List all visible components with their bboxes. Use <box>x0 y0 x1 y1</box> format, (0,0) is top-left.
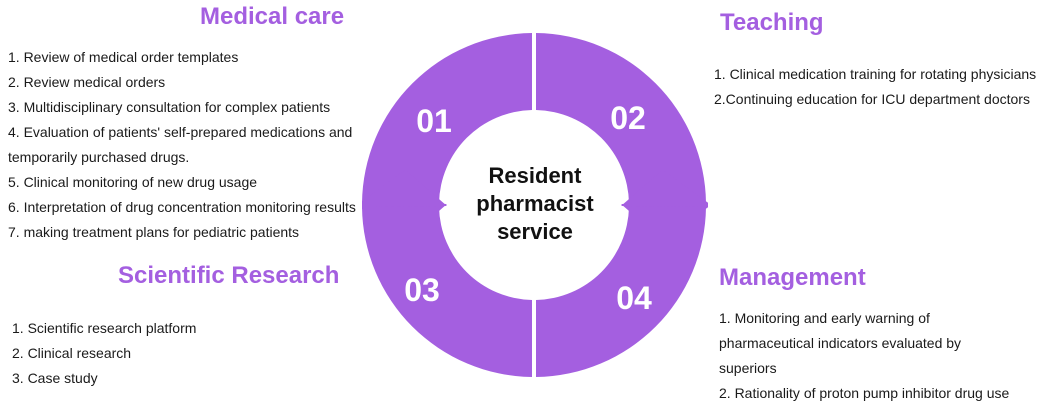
center-label: Resident pharmacist service <box>460 162 610 246</box>
list-item: 7. making treatment plans for pediatric … <box>8 224 300 240</box>
center-label-line: service <box>497 219 573 244</box>
list-item: temporarily purchased drugs. <box>8 149 190 165</box>
segments-layer <box>362 33 708 377</box>
list-item: 2. Review medical orders <box>8 74 166 90</box>
segment-03-arrowhead <box>362 169 447 208</box>
teaching-title: Teaching <box>720 9 824 36</box>
center-label-line: Resident <box>488 163 582 188</box>
numbers-layer: 01 02 03 04 <box>404 100 652 316</box>
list-item: 2. Clinical research <box>12 345 132 361</box>
management-title: Management <box>719 264 866 291</box>
list-item: 2.Continuing education for ICU departmen… <box>714 91 1030 107</box>
list-item: 2. Rationality of proton pump inhibitor … <box>719 385 1010 401</box>
center-label-line: pharmacist <box>476 191 594 216</box>
list-item: 3. Case study <box>12 370 98 386</box>
segment-number-01: 01 <box>416 103 452 139</box>
teaching-list: 1. Clinical medication training for rota… <box>714 62 1036 112</box>
list-item: 4. Evaluation of patients' self-prepared… <box>8 124 353 140</box>
segment-number-02: 02 <box>610 100 646 136</box>
research-list: 1. Scientific research platform 2. Clini… <box>12 316 196 391</box>
list-item: 1. Clinical medication training for rota… <box>714 66 1037 82</box>
segment-number-04: 04 <box>616 280 652 316</box>
segment-03 <box>362 207 532 377</box>
medical-care-list: 1. Review of medical order templates 2. … <box>8 45 356 245</box>
list-item: 5. Clinical monitoring of new drug usage <box>8 174 258 190</box>
list-item: 1. Monitoring and early warning of <box>719 310 930 326</box>
segment-02 <box>536 33 706 203</box>
list-item: 1. Scientific research platform <box>12 320 197 336</box>
segment-04 <box>536 207 706 377</box>
list-item: superiors <box>719 360 777 376</box>
research-title: Scientific Research <box>118 262 340 289</box>
list-item: 1. Review of medical order templates <box>8 49 239 65</box>
list-item: pharmaceutical indicators evaluated by <box>719 335 962 351</box>
segment-04-arrowhead <box>621 169 708 208</box>
segment-number-03: 03 <box>404 272 440 308</box>
list-item: 3. Multidisciplinary consultation for co… <box>8 99 331 115</box>
list-item: 6. Interpretation of drug concentration … <box>8 199 356 215</box>
segment-01 <box>362 33 532 203</box>
management-list: 1. Monitoring and early warning of pharm… <box>719 306 1009 406</box>
medical-care-title: Medical care <box>200 3 345 30</box>
cycle-diagram: 01 02 03 04 <box>362 33 708 377</box>
